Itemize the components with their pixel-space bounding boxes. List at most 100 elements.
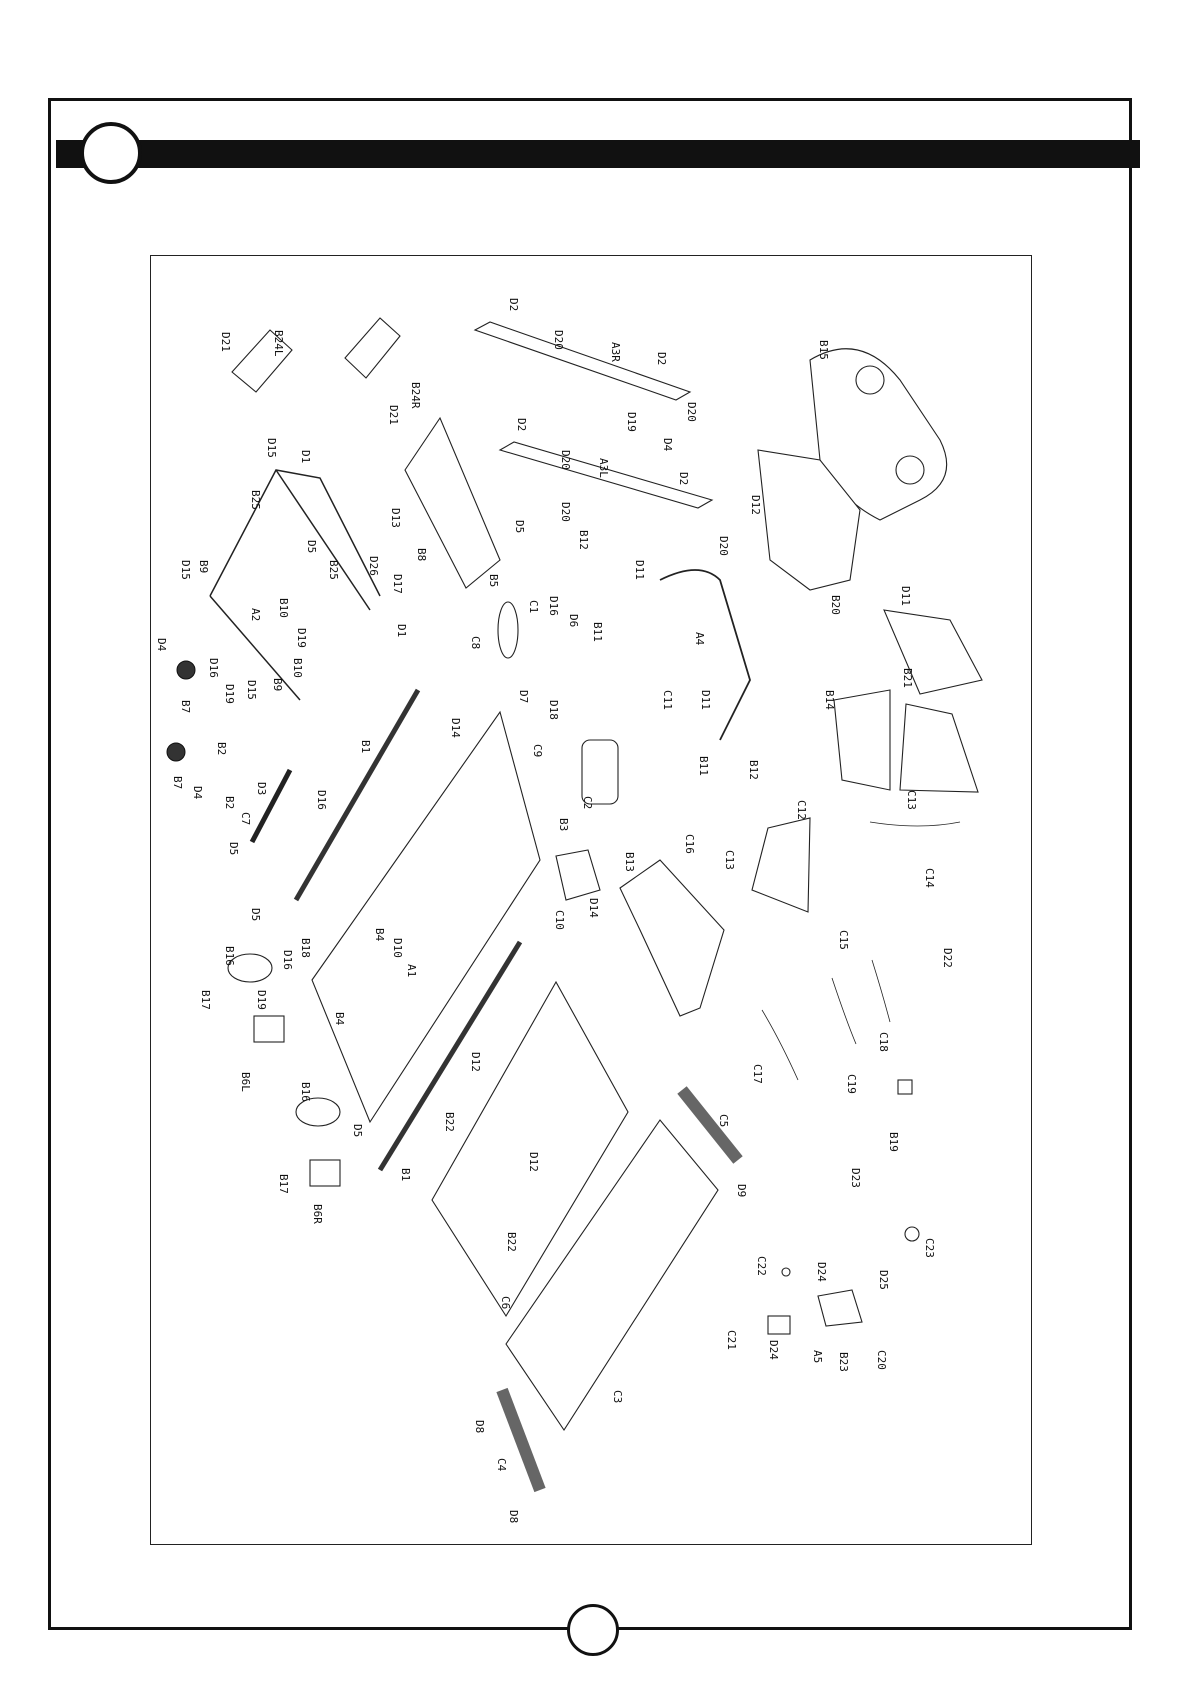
part-label-c20: C20 [875, 1350, 888, 1370]
part-label-a4: A4 [693, 632, 706, 646]
part-label-d1: D1 [299, 450, 312, 463]
part-label-d16: D16 [547, 596, 560, 616]
part-b24r [344, 317, 401, 379]
part-label-b9: B9 [271, 678, 284, 691]
part-label-c13: C13 [723, 850, 736, 870]
part-label-d3: D3 [255, 782, 268, 795]
part-c13-a [899, 703, 979, 793]
part-label-c11: C11 [661, 690, 674, 710]
part-label-b13: B13 [623, 852, 636, 872]
section-header-bar [56, 140, 1140, 168]
part-label-d19: D19 [625, 412, 638, 432]
part-label-c17: C17 [751, 1064, 764, 1084]
part-b6l [253, 1015, 285, 1043]
part-label-d20: D20 [552, 330, 565, 350]
part-b1-right [377, 940, 523, 1172]
part-label-a2: A2 [249, 608, 262, 621]
part-label-c6: C6 [499, 1296, 512, 1309]
part-label-b25: B25 [327, 560, 340, 580]
part-label-b10: B10 [291, 658, 304, 678]
part-label-d4: D4 [191, 786, 204, 800]
part-label-c18: C18 [877, 1032, 890, 1052]
part-label-d19: D19 [295, 628, 308, 648]
part-label-b25: B25 [249, 490, 262, 510]
part-label-b18: B18 [299, 938, 312, 958]
part-label-b4: B4 [333, 1012, 346, 1026]
part-label-c16: C16 [683, 834, 696, 854]
part-label-c8: C8 [469, 636, 482, 649]
part-a4 [659, 569, 751, 741]
part-label-b15: B15 [817, 340, 830, 360]
part-label-c23: C23 [923, 1238, 936, 1258]
part-label-d1: D1 [395, 624, 408, 637]
part-label-d8: D8 [473, 1420, 486, 1433]
part-label-b12: B12 [577, 530, 590, 550]
part-label-b16: B16 [299, 1082, 312, 1102]
part-label-c12: C12 [795, 800, 808, 820]
part-label-d17: D17 [391, 574, 404, 594]
part-c8 [497, 601, 519, 659]
part-label-b11: B11 [591, 622, 604, 642]
part-a3l [498, 441, 714, 509]
part-label-c2: C2 [581, 796, 594, 809]
part-c21 [767, 1315, 791, 1335]
part-label-c7: C7 [239, 812, 252, 825]
part-label-d14: D14 [587, 898, 600, 918]
part-c10 [555, 849, 601, 901]
part-b19 [897, 1079, 913, 1095]
part-label-c21: C21 [725, 1330, 738, 1350]
part-label-d19: D19 [255, 990, 268, 1010]
part-label-d4: D4 [155, 638, 168, 652]
part-b8 [404, 416, 501, 589]
part-b20 [757, 449, 861, 591]
part-label-d23: D23 [849, 1168, 862, 1188]
part-label-d16: D16 [315, 790, 328, 810]
part-label-c14: C14 [923, 868, 936, 888]
part-label-c15: C15 [837, 930, 850, 950]
part-label-d16: D16 [207, 658, 220, 678]
part-label-b24r: B24R [409, 382, 422, 409]
part-label-d8: D8 [507, 1510, 520, 1523]
part-b13 [619, 859, 725, 1017]
part-label-d5: D5 [351, 1124, 364, 1137]
part-label-d22: D22 [941, 948, 954, 968]
part-label-d2: D2 [507, 298, 520, 311]
part-label-d4: D4 [661, 438, 674, 452]
part-label-d7: D7 [517, 690, 530, 703]
part-b1-left [293, 688, 421, 902]
part-label-c5: C5 [717, 1114, 730, 1127]
page-number-circle [567, 1604, 619, 1656]
part-label-d5: D5 [227, 842, 240, 855]
part-b24l [231, 329, 293, 393]
part-label-b24l: B24L [272, 330, 285, 357]
part-label-c1: C1 [527, 600, 540, 613]
part-label-b20: B20 [829, 595, 842, 615]
part-label-d2: D2 [677, 472, 690, 485]
part-label-b3: B3 [557, 818, 570, 831]
part-label-b6l: B6L [239, 1072, 252, 1092]
part-label-d5: D5 [305, 540, 318, 553]
part-label-d11: D11 [899, 586, 912, 606]
part-b14 [833, 689, 891, 791]
part-label-d20: D20 [559, 450, 572, 470]
part-label-d24: D24 [767, 1340, 780, 1360]
part-a5 [817, 1289, 863, 1327]
part-label-a3r: A3R [609, 342, 622, 362]
part-c4 [496, 1387, 546, 1493]
part-label-b9: B9 [197, 560, 210, 573]
part-label-b7: B7 [171, 776, 184, 789]
diagram-frame [150, 255, 1032, 1545]
part-c3 [505, 1119, 719, 1432]
part-label-b5: B5 [487, 574, 500, 587]
part-label-b22: B22 [505, 1232, 518, 1252]
part-label-d6: D6 [567, 614, 580, 627]
part-c22 [781, 1267, 791, 1277]
part-label-b1: B1 [359, 740, 372, 753]
part-label-c10: C10 [553, 910, 566, 930]
part-c14 [869, 821, 961, 827]
part-c2 [581, 739, 619, 805]
part-b7-bottom [166, 742, 186, 762]
part-b7-top [176, 660, 196, 680]
part-label-b11: B11 [697, 756, 710, 776]
part-label-d21: D21 [219, 332, 232, 352]
